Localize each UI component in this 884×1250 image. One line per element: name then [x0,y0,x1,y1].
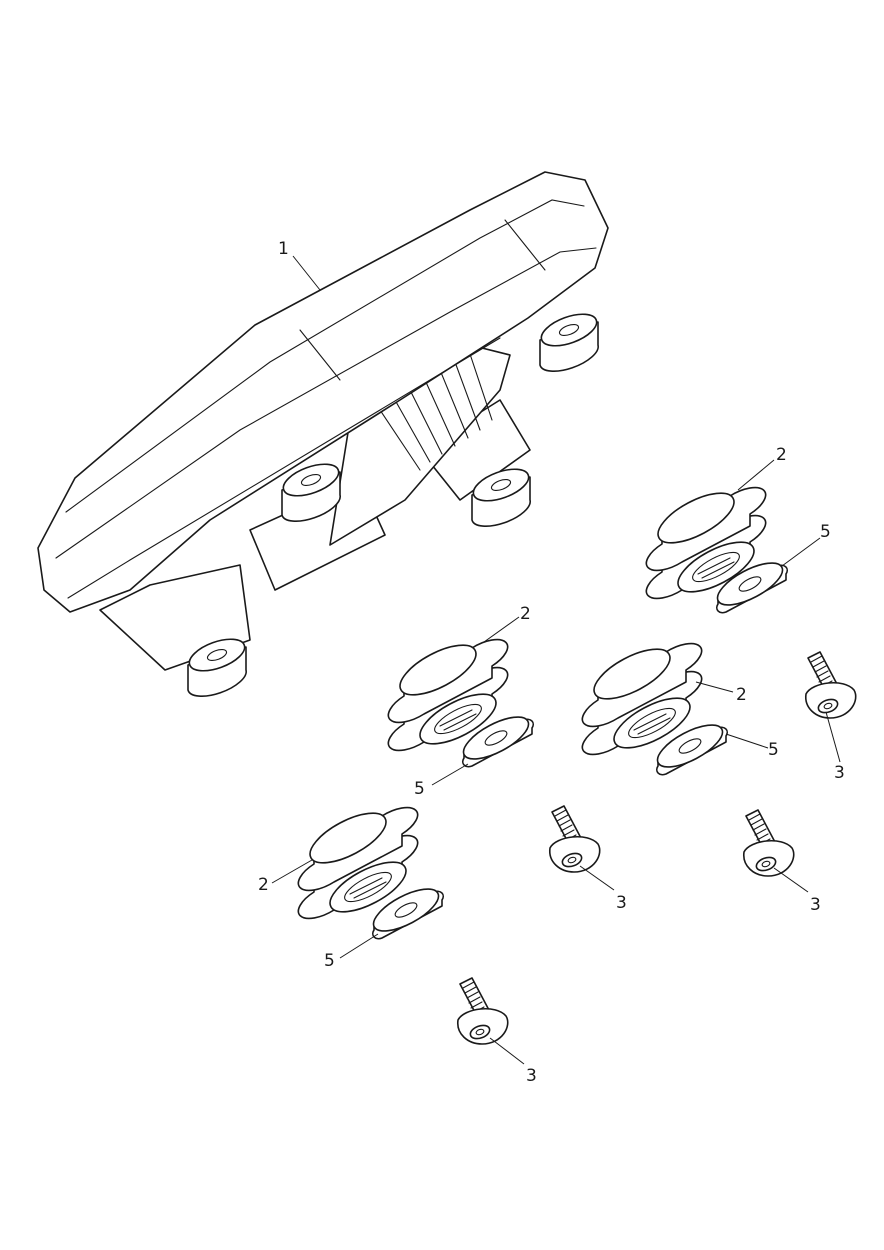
callout-5-middle-left: 5 [414,779,425,799]
callout-3-upper-right: 3 [834,763,845,783]
instrument-housing [37,171,609,698]
callout-labels: 1 2 2 2 2 3 3 3 3 5 5 5 5 [258,239,845,1086]
callout-5-lower-left: 5 [324,951,335,971]
screw-upper-right [804,651,857,719]
leader-lines [271,255,841,1065]
callout-3-lower-right: 3 [810,895,821,915]
callout-2-lower-left: 2 [258,875,269,895]
screw-lower-right [742,809,795,877]
callout-5-upper-right: 5 [820,522,831,542]
callout-1: 1 [278,239,289,259]
callout-2-upper-right: 2 [776,445,787,465]
callout-3-middle: 3 [616,893,627,913]
callout-2-middle-left: 2 [520,604,531,624]
screw-middle [548,805,601,873]
screw-bottom [456,977,509,1045]
callout-5-middle-right: 5 [768,740,779,760]
callout-2-middle-right: 2 [736,685,747,705]
callout-3-bottom: 3 [526,1066,537,1086]
